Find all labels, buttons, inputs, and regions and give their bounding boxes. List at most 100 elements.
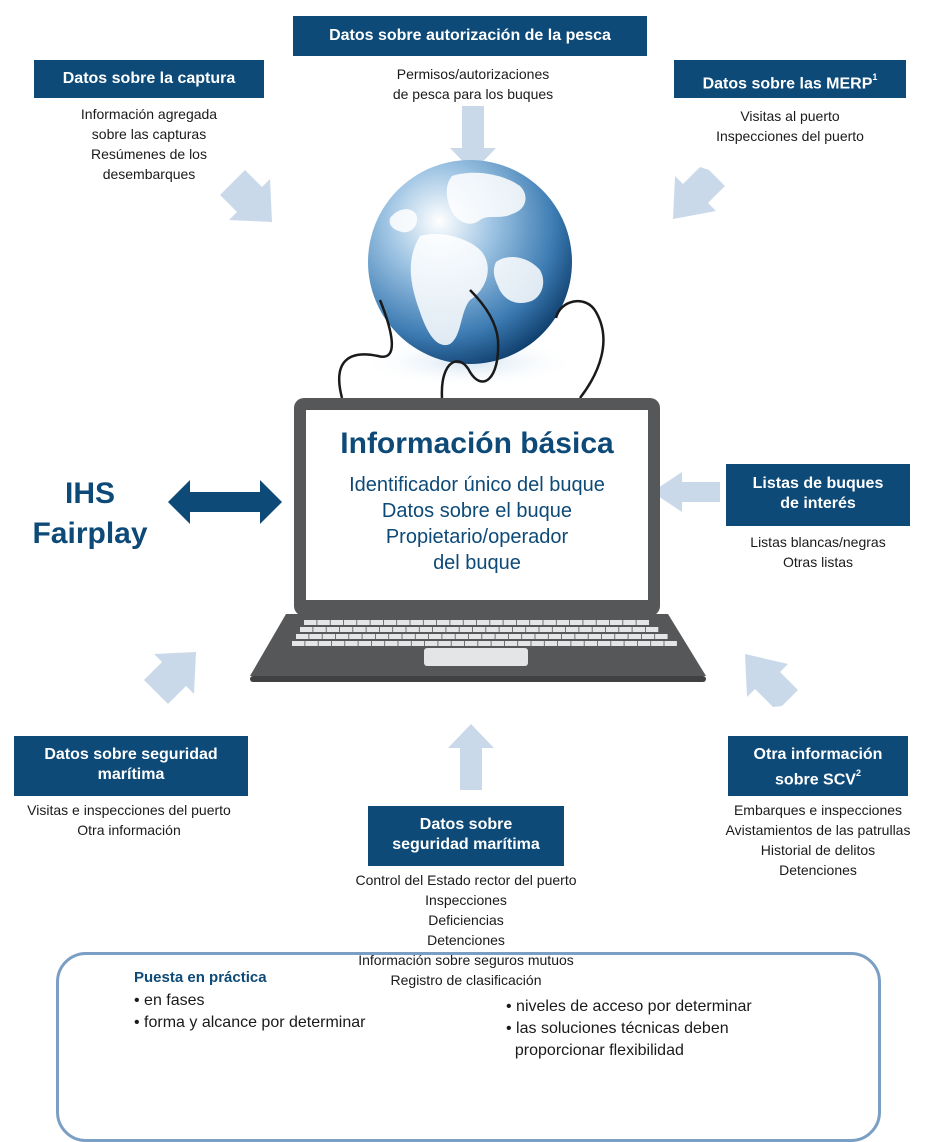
fishing-authorization-items: Permisos/autorizaciones de pesca para lo… — [360, 64, 586, 104]
keyboard-key — [562, 634, 575, 639]
keyboard-key — [451, 641, 465, 646]
list-item: Detenciones — [779, 862, 857, 878]
maritime-safety-header: Datos sobre seguridad marítima — [14, 736, 248, 796]
keyboard — [292, 620, 677, 646]
keyboard-key — [472, 627, 486, 632]
merp-data-items: Visitas al puerto Inspecciones del puert… — [690, 106, 890, 146]
keyboard-key — [429, 634, 442, 639]
keyboard-key — [597, 641, 611, 646]
keyboard-key — [552, 627, 566, 632]
keyboard-key — [370, 620, 383, 625]
keyboard-key — [619, 627, 632, 632]
keyboard-key — [292, 641, 305, 646]
maritime-safety-items: Visitas e inspecciones del puerto Otra i… — [4, 800, 254, 840]
keyboard-key — [305, 641, 318, 646]
laptop-touchpad — [424, 648, 528, 666]
basic-info-item: del buque — [433, 552, 521, 574]
keyboard-key — [632, 627, 645, 632]
keyboard-key — [362, 634, 375, 639]
keyboard-key — [624, 641, 637, 646]
keyboard-key — [655, 634, 668, 639]
maritime-security-header: Datos sobre seguridad marítima — [368, 806, 564, 866]
keyboard-key — [317, 620, 330, 625]
keyboard-key — [309, 634, 322, 639]
keyboard-key — [596, 620, 610, 625]
keyboard-key — [641, 634, 655, 639]
keyboard-key — [539, 627, 552, 632]
arrow-bottom-center — [448, 724, 494, 790]
keyboard-key — [393, 627, 406, 632]
list-item: Listas blancas/negras — [750, 534, 886, 550]
keyboard-key — [508, 634, 522, 639]
keyboard-key — [566, 627, 579, 632]
keyboard-key — [437, 620, 450, 625]
keyboard-key — [326, 627, 340, 632]
bullet-item: • en fases — [134, 992, 205, 1009]
keyboard-key — [313, 627, 326, 632]
keyboard-key — [450, 620, 463, 625]
keyboard-key — [504, 641, 518, 646]
keyboard-key — [623, 620, 636, 625]
keyboard-key — [442, 634, 455, 639]
keyboard-key — [331, 641, 345, 646]
keyboard-key — [664, 641, 677, 646]
maritime-safety-title-line2: marítima — [97, 766, 165, 783]
keyboard-key — [330, 620, 344, 625]
keyboard-key — [628, 634, 641, 639]
keyboard-key — [358, 641, 371, 646]
keyboard-key — [468, 634, 482, 639]
keyboard-key — [410, 620, 423, 625]
bullet-item: • forma y alcance por determinar — [134, 1014, 366, 1031]
list-item: Otras listas — [782, 554, 853, 570]
keyboard-key — [588, 634, 602, 639]
other-iuu-title-line1: Otra información — [753, 746, 883, 763]
ihs-fairplay-label: IHS Fairplay — [20, 474, 160, 554]
keyboard-key — [463, 620, 477, 625]
keyboard-key — [579, 627, 592, 632]
vessel-lists-items: Listas blancas/negras Otras listas — [720, 532, 916, 572]
keyboard-key — [476, 620, 490, 625]
cable-center — [440, 289, 500, 399]
merp-data-title: Datos sobre las MERP — [702, 75, 873, 93]
maritime-security-items: Control del Estado rector del puerto Ins… — [316, 870, 616, 990]
keyboard-key — [322, 634, 336, 639]
keyboard-key — [482, 634, 495, 639]
arrow-top-left — [220, 170, 272, 222]
keyboard-key — [575, 634, 588, 639]
keyboard-key — [419, 627, 433, 632]
other-iuu-info-header: Otra información sobre SCV2 — [728, 736, 908, 796]
keyboard-key — [366, 627, 379, 632]
keyboard-key — [459, 627, 473, 632]
list-item: Resúmenes de los — [91, 146, 207, 162]
catch-data-title: Datos sobre la captura — [62, 70, 236, 87]
maritime-security-title-line1: Datos sobre — [419, 816, 513, 833]
keyboard-key — [592, 627, 606, 632]
bullet-item: proporcionar flexibilidad — [506, 1042, 684, 1059]
merp-data-header: Datos sobre las MERP1 — [674, 60, 906, 98]
keyboard-key — [406, 627, 419, 632]
keyboard-key — [415, 634, 429, 639]
keyboard-key — [296, 634, 309, 639]
list-item: Avistamientos de las patrullas — [725, 822, 911, 838]
keyboard-key — [491, 641, 504, 646]
list-item: Control del Estado rector del puerto — [355, 872, 577, 888]
keyboard-key — [385, 641, 398, 646]
keyboard-key — [343, 620, 357, 625]
keyboard-key — [375, 634, 389, 639]
arrow-top-right — [673, 167, 725, 219]
list-item: Detenciones — [427, 932, 505, 948]
fishing-authorization-header: Datos sobre autorización de la pesca — [293, 16, 647, 56]
keyboard-key — [570, 620, 583, 625]
keyboard-key — [611, 641, 624, 646]
keyboard-key — [516, 620, 530, 625]
fairplay-line: Fairplay — [32, 517, 148, 550]
keyboard-key — [495, 634, 508, 639]
keyboard-key — [371, 641, 385, 646]
list-item: de pesca para los buques — [392, 86, 554, 102]
catch-data-header: Datos sobre la captura — [34, 60, 264, 98]
keyboard-key — [530, 620, 543, 625]
keyboard-key — [522, 634, 535, 639]
footnote-marker: 2 — [855, 768, 861, 778]
list-item: Embarques e inspecciones — [733, 802, 903, 818]
